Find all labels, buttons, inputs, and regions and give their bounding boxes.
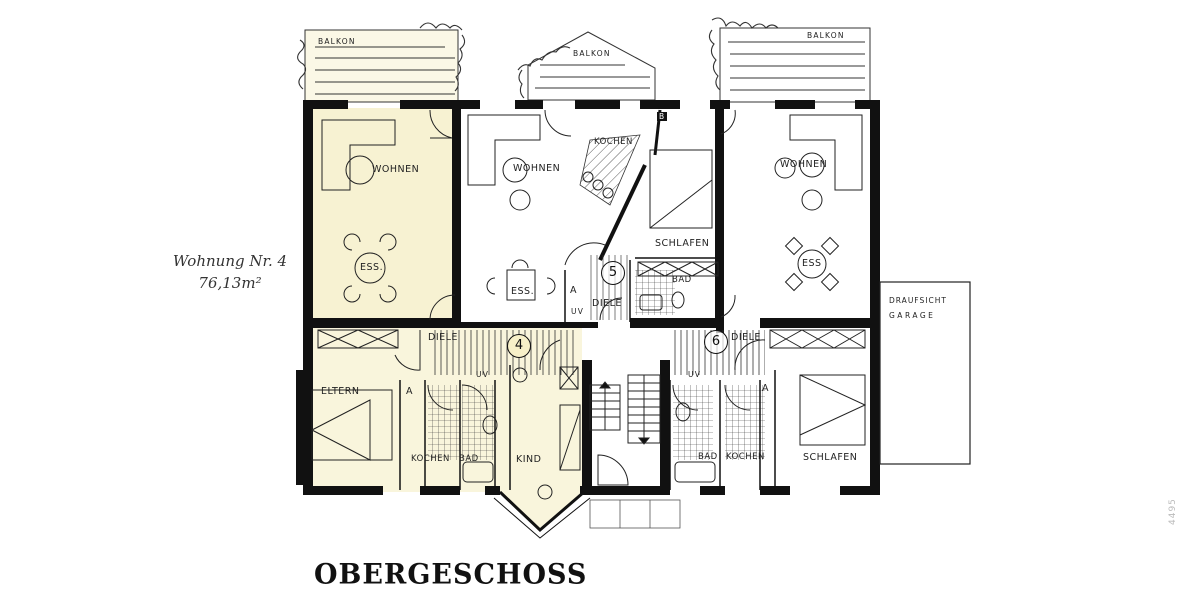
unit-number-5: 5 — [601, 261, 625, 285]
room-diele-6: DIELE — [731, 332, 761, 343]
room-bad-6: BAD — [698, 452, 718, 462]
entry-paving — [589, 499, 681, 529]
room-ess-4: ESS. — [360, 262, 384, 273]
room-diele-5: DIELE — [592, 298, 622, 309]
room-bad-4: BAD — [459, 454, 479, 464]
room-kind-4: KIND — [516, 454, 542, 465]
balcony-left-label: BALKON — [318, 37, 356, 46]
partitions — [399, 257, 776, 490]
garage-outline — [879, 281, 971, 465]
room-schlafen-6: SCHLAFEN — [803, 452, 858, 463]
room-kochen-4: KOCHEN — [411, 454, 450, 464]
garage-label-line2: GARAGE — [889, 311, 936, 320]
floor-title: OBERGESCHOSS — [314, 558, 588, 591]
garage-label-line1: DRAUFSICHT — [889, 296, 947, 305]
diele-4-floor — [430, 330, 578, 375]
wardrobes — [317, 261, 866, 390]
annotation-apartment: Wohnung Nr. 4 76,13m² — [170, 250, 290, 294]
unit-number-4: 4 — [507, 334, 531, 358]
furniture — [321, 114, 863, 500]
annotation-area: 76,13m² — [198, 274, 262, 292]
annotation-line1: Wohnung Nr. 4 — [172, 252, 288, 270]
room-kochen-6: KOCHEN — [726, 452, 765, 462]
room-ess-6: ESS — [802, 258, 822, 269]
room-wohnen-4: WOHNEN — [372, 164, 420, 175]
walls — [296, 100, 880, 495]
balcony-center-label: BALKON — [573, 49, 611, 58]
garage-label: DRAUFSICHT GARAGE — [889, 293, 947, 323]
room-a-4: A — [406, 386, 413, 397]
room-uv-5: UV — [571, 307, 585, 316]
kitchen-hatch-area — [579, 134, 641, 206]
tiled-floors — [428, 270, 765, 460]
room-eltern-4: ELTERN — [321, 386, 360, 397]
room-kochen-5: KOCHEN — [594, 137, 633, 147]
bay-window — [493, 490, 591, 539]
beds — [311, 149, 867, 471]
unit-number-6: 6 — [704, 330, 728, 354]
room-bad-5: BAD — [672, 275, 692, 285]
room-ess-5: ESS. — [511, 286, 535, 297]
room-uv-6: UV — [688, 370, 702, 379]
room-wohnen-5: WOHNEN — [513, 163, 561, 174]
room-a-5: A — [570, 285, 577, 296]
room-uv-4: UV — [476, 370, 490, 379]
balcony-right — [708, 17, 871, 103]
room-a-6: A — [762, 383, 769, 394]
pencil-note: 4495 — [1168, 498, 1178, 525]
doors — [394, 109, 766, 486]
room-b-5: B — [657, 112, 668, 121]
balcony-right-label: BALKON — [807, 31, 845, 40]
room-wohnen-6: WOHNEN — [780, 159, 828, 170]
staircase — [589, 374, 661, 445]
room-diele-4: DIELE — [428, 332, 458, 343]
room-schlafen-5: SCHLAFEN — [655, 238, 710, 249]
balcony-left — [297, 22, 466, 103]
balcony-center — [517, 31, 656, 101]
